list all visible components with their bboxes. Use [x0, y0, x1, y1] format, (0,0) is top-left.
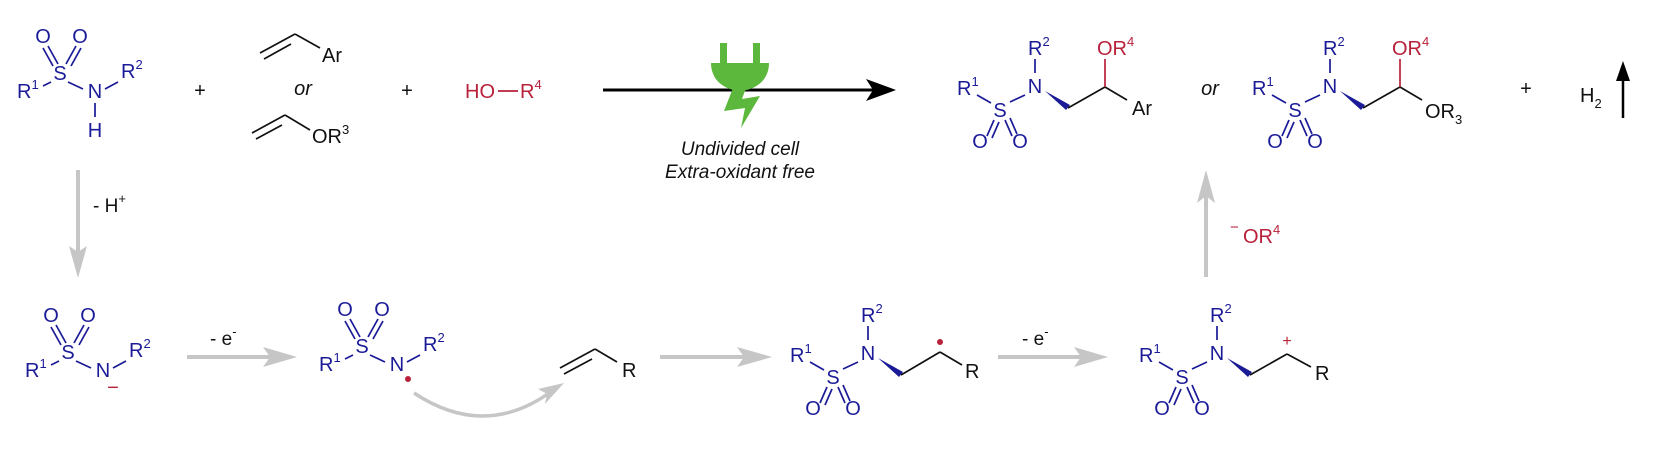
wedge-bond — [1045, 91, 1070, 110]
group-r: R — [965, 361, 979, 383]
atom-o: O — [43, 305, 59, 327]
atom-h: H — [88, 120, 102, 142]
group-or4: OR4 — [1392, 34, 1429, 60]
carbocation: R1 S N R2 O O + R — [1139, 301, 1329, 420]
atom-o: O — [72, 26, 88, 48]
atom-o: O — [1307, 131, 1323, 153]
group-r2: R2 — [1210, 301, 1232, 327]
wedge-bond — [1227, 358, 1252, 377]
atom-n: N — [1323, 76, 1337, 98]
gas-evolution-arrow-icon — [1616, 61, 1630, 118]
group-r1: R1 — [319, 350, 341, 376]
atom-o: O — [1154, 398, 1170, 420]
radical-dot — [405, 376, 411, 382]
or-label: or — [1201, 78, 1220, 100]
atom-n: N — [88, 81, 102, 103]
nitrogen-radical: O O S R1 N R2 — [319, 299, 445, 382]
atom-s: S — [1175, 367, 1188, 389]
atom-o: O — [374, 299, 390, 321]
atom-o: O — [805, 398, 821, 420]
atom-o: O — [1194, 398, 1210, 420]
sulfonamide-anion: O O S R1 N R2 − — [25, 305, 151, 399]
plus-sign: + — [1520, 78, 1532, 100]
radical-addition-arrow — [413, 383, 564, 418]
group-r: R — [622, 360, 636, 382]
wedge-bond — [1340, 91, 1365, 110]
atom-s: S — [826, 367, 839, 389]
negative-charge: − — [107, 377, 119, 399]
carbon-radical: R1 S N R2 O O R — [790, 301, 979, 420]
addition-arrow — [660, 347, 772, 367]
group-r1: R1 — [17, 77, 39, 103]
atom-o: O — [972, 131, 988, 153]
group-r2: R2 — [121, 57, 143, 83]
atom-s: S — [53, 63, 66, 85]
group-or3: OR3 — [1425, 101, 1462, 127]
alcohol-ho: HO — [465, 81, 495, 103]
oxidation-arrow — [187, 347, 297, 367]
group-r1: R1 — [790, 341, 812, 367]
aryl-alkene: Ar — [259, 33, 342, 67]
condition-oxidant: Extra-oxidant free — [665, 162, 815, 183]
group-r2: R2 — [423, 330, 445, 356]
atom-o: O — [845, 398, 861, 420]
electric-plug-icon — [711, 43, 769, 128]
group-r1: R1 — [1139, 341, 1161, 367]
radical-dot — [937, 339, 943, 345]
nucleophile-label: OR4 — [1243, 222, 1280, 248]
group-r2: R2 — [1323, 34, 1345, 60]
atom-n: N — [96, 360, 110, 382]
product-ether: R1 S N R2 O O OR4 OR3 — [1252, 34, 1462, 153]
nucleophile-charge: − — [1230, 219, 1239, 236]
alkene: R — [559, 348, 636, 382]
product-aryl: R1 S N R2 O O OR4 Ar — [957, 34, 1152, 153]
group-ar: Ar — [322, 45, 342, 67]
atom-n: N — [390, 354, 404, 376]
nucleophile-arrow — [1197, 170, 1215, 277]
oxidation-arrow — [998, 347, 1108, 367]
sulfonamide-reactant: O O S R1 N R2 H — [17, 26, 143, 142]
atom-o: O — [1267, 131, 1283, 153]
group-r: R — [1315, 363, 1329, 385]
atom-o: O — [337, 299, 353, 321]
group-or4: OR4 — [1097, 34, 1134, 60]
group-or3: OR3 — [312, 122, 349, 148]
atom-o: O — [35, 26, 51, 48]
bonds — [42, 45, 119, 117]
atom-o: O — [1012, 131, 1028, 153]
atom-s: S — [61, 342, 74, 364]
group-r2: R2 — [129, 336, 151, 362]
plus-sign: + — [194, 80, 206, 102]
oxidation-label: - e- — [1022, 324, 1049, 350]
atom-n: N — [1210, 343, 1224, 365]
group-ar: Ar — [1132, 98, 1152, 120]
atom-s: S — [355, 336, 368, 358]
atom-o: O — [80, 305, 96, 327]
group-r2: R2 — [1028, 34, 1050, 60]
deprotonation-label: - H+ — [93, 191, 126, 217]
vinyl-ether: OR3 — [251, 114, 349, 148]
atom-s: S — [1288, 100, 1301, 122]
group-r1: R1 — [1252, 74, 1274, 100]
plus-sign: + — [401, 80, 413, 102]
positive-charge: + — [1282, 333, 1291, 350]
atom-s: S — [993, 100, 1006, 122]
group-r1: R1 — [25, 356, 47, 382]
group-r1: R1 — [957, 74, 979, 100]
alcohol: HO R4 — [465, 77, 542, 103]
group-r2: R2 — [861, 301, 883, 327]
atom-n: N — [1028, 76, 1042, 98]
deprotonation-arrow — [69, 170, 87, 278]
wedge-bond — [878, 358, 903, 377]
atom-n: N — [861, 343, 875, 365]
oxidation-label: - e- — [210, 324, 237, 350]
condition-cell: Undivided cell — [681, 139, 800, 160]
alcohol-r4: R4 — [520, 77, 542, 103]
hydrogen-gas: H2 — [1580, 85, 1602, 111]
or-label: or — [294, 78, 313, 100]
